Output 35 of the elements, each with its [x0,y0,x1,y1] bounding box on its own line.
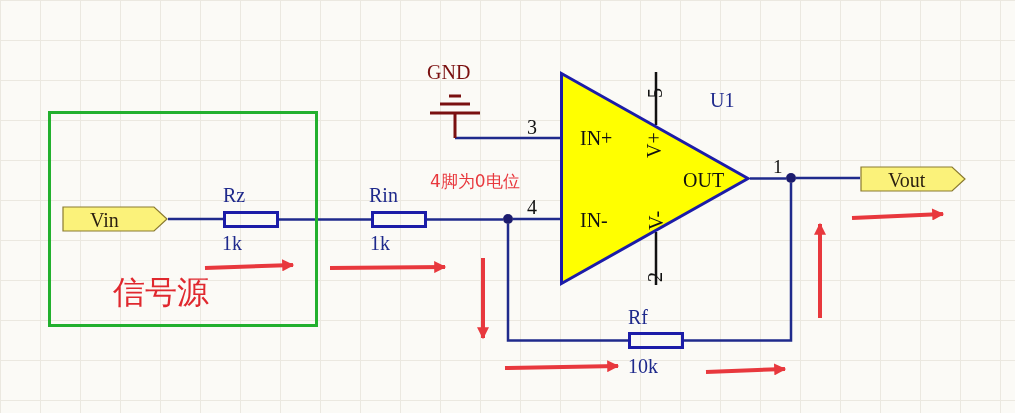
resistor-symbol [371,211,427,228]
junction-dot [786,173,796,183]
wire [455,136,560,140]
resistor-symbol [628,332,684,349]
wire [750,177,786,180]
component-value: 1k [370,233,390,253]
port-label: Vin [90,210,119,230]
part-designator: U1 [710,90,735,110]
pin-name: IN+ [580,128,613,148]
wire [796,176,860,180]
component-label: Rf [628,307,648,327]
wire [513,217,560,221]
wire [684,183,793,342]
junction-dot [503,214,513,224]
pin-number: 3 [527,117,537,137]
resistor-symbol [223,211,279,228]
net-label: GND [427,62,471,82]
annotation-text: 4脚为0电位 [430,173,520,190]
wire [168,217,223,221]
pin-name: V- [646,210,666,230]
pin-name: V+ [644,132,664,158]
wire [506,224,628,342]
wire [279,218,371,221]
wire [427,218,503,221]
pin-name: IN- [580,210,608,230]
pin-number: 1 [773,157,783,176]
component-value: 10k [628,356,658,376]
component-label: Rz [223,185,246,205]
pin-number: 4 [527,197,537,217]
group-label: 信号源 [113,276,209,308]
port-label: Vout [888,170,926,190]
component-label: Rin [369,185,398,205]
source-box [48,111,318,327]
pin-name: OUT [683,170,725,190]
component-value: 1k [222,233,242,253]
